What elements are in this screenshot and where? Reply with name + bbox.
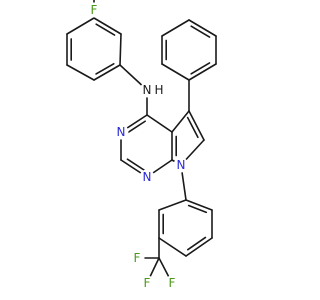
bond-q1-q2 xyxy=(185,199,213,211)
bond-p1-p2 xyxy=(188,63,217,81)
bond-p6-p1 xyxy=(161,63,190,81)
amine-nitrogen-label-background xyxy=(139,82,155,98)
pyrimidine-n1-label-background xyxy=(139,169,155,185)
bond-C5-C6-inner xyxy=(186,116,199,139)
bond-C4-N3-inner xyxy=(126,120,146,134)
bond-f3-f4 xyxy=(93,64,121,81)
bond-f1-f2-inner xyxy=(95,23,116,36)
bond-f2-f3 xyxy=(119,33,122,66)
bond-q6-q1 xyxy=(158,199,187,211)
fluorine-atom-label: F xyxy=(91,3,98,17)
bond-layer xyxy=(66,0,217,284)
bond-C4a-C4 xyxy=(146,114,173,133)
bond-p3-p4 xyxy=(188,19,217,37)
pyrrole-nitrogen-label: N xyxy=(177,158,186,172)
pyrimidine-n3-label-background xyxy=(113,124,129,140)
bond-C4a-C5 xyxy=(171,110,190,133)
bond-C5-C6 xyxy=(188,110,205,141)
bond-q4-q5 xyxy=(158,237,187,257)
bond-f6-f1 xyxy=(66,17,95,35)
amine-hydrogen-label: H xyxy=(154,83,163,97)
bond-q3-q4 xyxy=(185,237,213,257)
cf3-fluorine-label: F xyxy=(169,276,176,290)
bond-p1-p2-inner xyxy=(190,62,211,75)
cf3-fluorine-label-background xyxy=(164,275,180,291)
bond-f4-f5 xyxy=(66,64,95,81)
pyrrole-nitrogen-label-background xyxy=(173,157,189,173)
fluorine-atom-label-background xyxy=(86,2,102,18)
cf3-fluorine-label-background xyxy=(129,250,145,266)
cf3-fluorine-label: F xyxy=(134,251,141,265)
cf3-fluorine-label-background xyxy=(139,275,155,291)
bond-q1-q2-inner xyxy=(187,204,208,214)
bond-f1-f2 xyxy=(93,17,122,35)
bond-C2-N1-inner xyxy=(126,158,146,172)
cf3-fluorine-label: F xyxy=(144,276,151,290)
pyrimidine-n1-label: N xyxy=(143,170,152,184)
bond-p3-p4-inner xyxy=(190,25,211,38)
bond-p4-p5 xyxy=(161,19,190,37)
pyrimidine-n3-label: N xyxy=(117,125,126,139)
bond-q3-q4-inner xyxy=(186,236,207,251)
amine-nitrogen-label: N xyxy=(143,83,152,97)
bond-f3-f4-inner xyxy=(95,62,115,75)
